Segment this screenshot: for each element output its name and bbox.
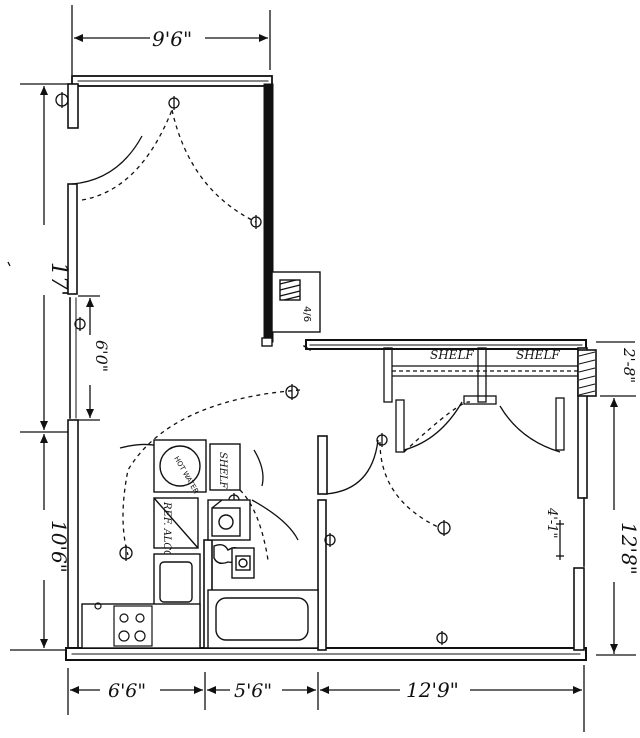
outlet-icon — [376, 433, 388, 447]
shelf-right-label: SHELF — [516, 348, 560, 362]
chimney-hatch — [578, 351, 596, 396]
toilet-icon — [213, 543, 255, 579]
bathroom-fixtures — [207, 499, 251, 541]
door-swings — [71, 109, 561, 561]
outlet-icon — [250, 215, 262, 229]
ref-alcove — [153, 497, 199, 549]
outlet-icon — [285, 384, 299, 400]
dim-left-window: 6'0" — [92, 340, 111, 372]
dim-right-notch: 2'-8" — [620, 347, 638, 383]
dim-bottom-bedroom: 12'9" — [406, 678, 459, 702]
closet-shelves — [383, 347, 578, 453]
shelf-small-label: SHELF — [217, 452, 228, 490]
outlet-icon — [55, 92, 69, 108]
dim-bottom-bath: 5'6" — [234, 680, 272, 702]
kitchen-counter — [81, 553, 201, 649]
hvac-box — [271, 271, 321, 333]
outlet-icon — [436, 631, 448, 645]
dim-right-lower: 12'8" — [617, 522, 640, 575]
misc-marks — [7, 261, 564, 560]
exterior-walls — [65, 75, 597, 661]
shelf-left-label: SHELF — [430, 348, 474, 362]
dim-top-width: 9'6" — [152, 27, 192, 51]
water-heater-closet — [153, 439, 241, 493]
outlet-icon — [437, 520, 451, 536]
outlet-icon — [324, 533, 336, 547]
dim-left-upper: 17' — [46, 262, 71, 296]
hvac-label: 4/6 — [301, 306, 312, 322]
stove-icon — [94, 602, 153, 647]
outlet-icon — [168, 96, 180, 110]
dimension-arrows — [40, 34, 618, 694]
dim-left-lower: 10'6" — [47, 520, 71, 573]
ref-alcove-label: REF. ALCOVE — [161, 501, 172, 573]
dim-bottom-kitchen: 6'6" — [108, 680, 146, 702]
bathtub-icon — [207, 589, 319, 649]
outlet-icon — [74, 317, 86, 331]
dim-closet-wall: 4'-1" — [544, 507, 559, 539]
outlet-icon — [119, 545, 133, 561]
